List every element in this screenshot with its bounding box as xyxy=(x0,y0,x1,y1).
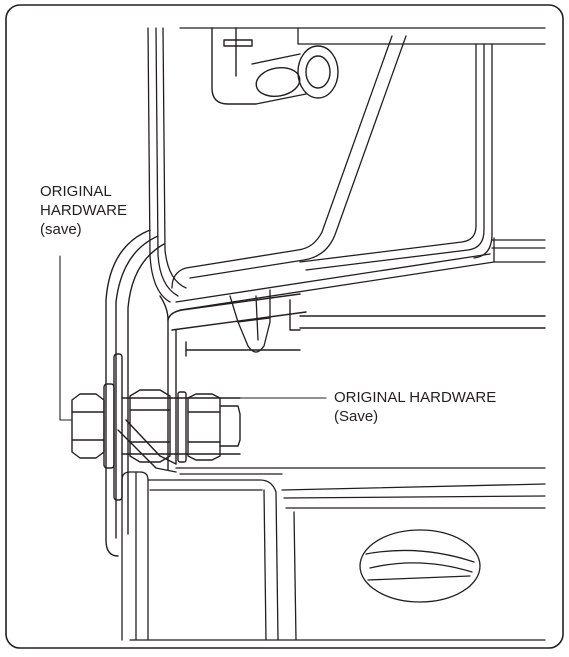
lower-housing xyxy=(121,467,546,641)
callout-left-line1: ORIGINAL xyxy=(40,183,112,200)
callout-original-hardware-left: ORIGINAL HARDWARE (save) xyxy=(40,182,127,239)
stud-cone xyxy=(229,289,271,353)
callout-original-hardware-right: ORIGINAL HARDWARE (Save) xyxy=(334,388,496,426)
upper-bin xyxy=(147,27,546,311)
callout-right-line2: (Save) xyxy=(334,408,379,425)
callout-left-line2: HARDWARE xyxy=(40,202,127,219)
callout-left-line3: (save) xyxy=(40,221,82,238)
leader-lines xyxy=(59,255,327,421)
bolt-assembly xyxy=(71,353,241,501)
elbow-fitting xyxy=(211,27,339,105)
callout-right-line1: ORIGINAL HARDWARE xyxy=(334,389,497,406)
figure-frame xyxy=(5,4,564,649)
